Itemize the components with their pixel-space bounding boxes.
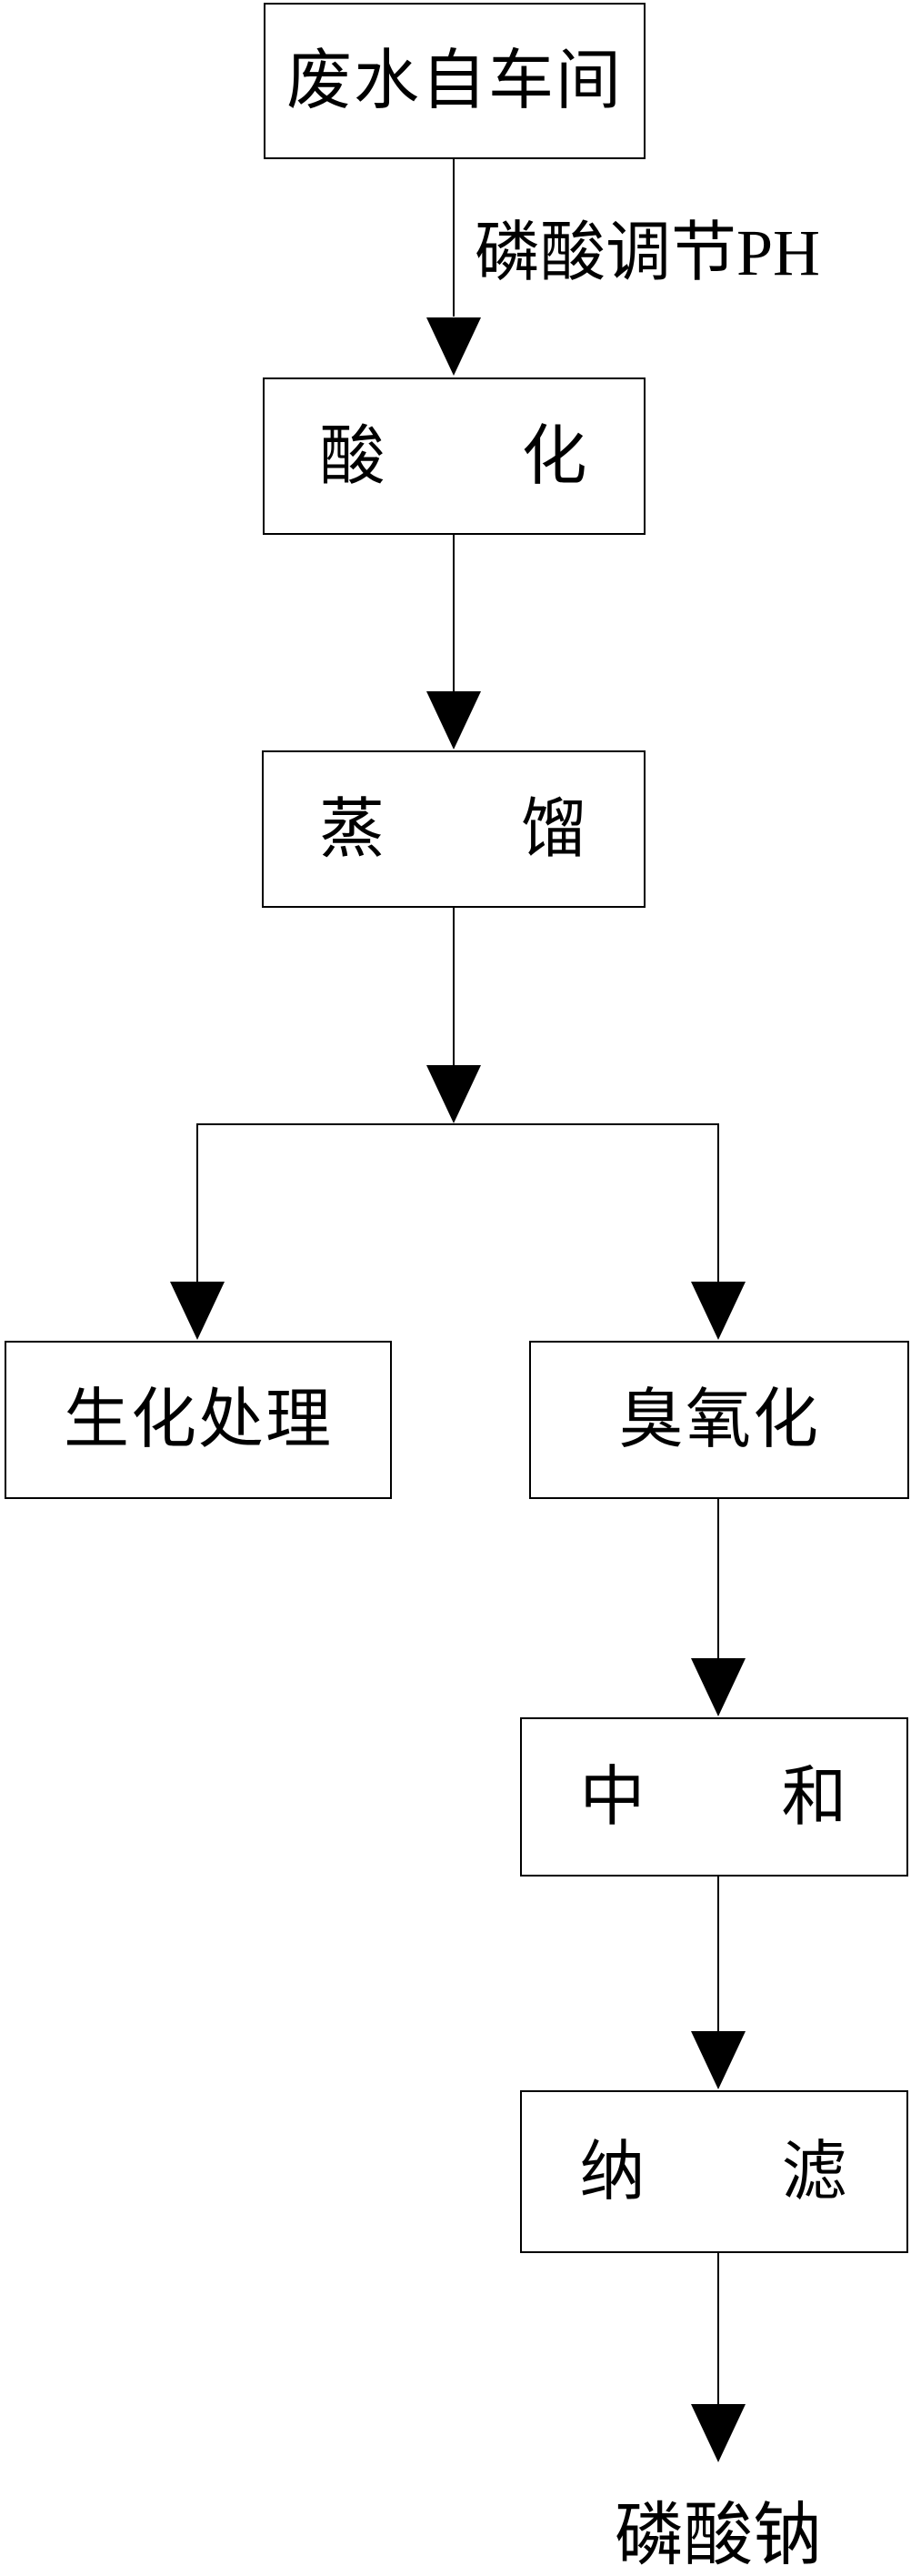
node-source-box: 废水自车间 xyxy=(264,3,646,159)
arrowhead-down-icon xyxy=(691,1282,746,1340)
node-source-label: 废水自车间 xyxy=(285,45,623,117)
edge-label-ph-adjustment: 磷酸调节PH xyxy=(475,216,821,289)
node-neutralization-box: 中 和 xyxy=(520,1717,908,1877)
arrowhead-down-icon xyxy=(691,2404,746,2462)
node-acidification-box: 酸 化 xyxy=(263,377,646,535)
node-acidification-label: 酸 化 xyxy=(319,419,589,493)
edge-neutralization-nanofiltration-line xyxy=(717,1877,719,2031)
branch-left-line xyxy=(196,1123,198,1283)
edge-nanofiltration-product-line xyxy=(717,2253,719,2405)
node-distillation-box: 蒸 馏 xyxy=(262,750,646,908)
edge-ozonation-neutralization-line xyxy=(717,1499,719,1658)
arrowhead-down-icon xyxy=(691,1658,746,1716)
node-nanofiltration-label: 纳 滤 xyxy=(579,2135,849,2209)
node-biochemical-treatment-box: 生化处理 xyxy=(5,1341,392,1499)
node-neutralization-label: 中 和 xyxy=(579,1760,849,1834)
arrowhead-down-icon xyxy=(691,2031,746,2089)
arrowhead-down-icon xyxy=(170,1282,225,1340)
branch-right-line xyxy=(717,1123,719,1283)
branch-horizontal-line xyxy=(196,1123,719,1125)
arrowhead-down-icon xyxy=(426,1065,481,1123)
node-distillation-label: 蒸 馏 xyxy=(318,792,588,866)
node-biochemical-treatment-label: 生化处理 xyxy=(63,1384,333,1456)
arrowhead-down-icon xyxy=(426,317,481,376)
node-nanofiltration-box: 纳 滤 xyxy=(520,2090,908,2253)
node-product-label: 磷酸钠 xyxy=(615,2498,822,2574)
edge-source-acidification-line xyxy=(453,159,455,317)
edge-distillation-branch-line xyxy=(453,908,455,1066)
node-ozonation-label: 臭氧化 xyxy=(617,1384,820,1456)
edge-acidification-distillation-line xyxy=(453,535,455,691)
node-ozonation-box: 臭氧化 xyxy=(529,1341,909,1499)
arrowhead-down-icon xyxy=(426,691,481,750)
